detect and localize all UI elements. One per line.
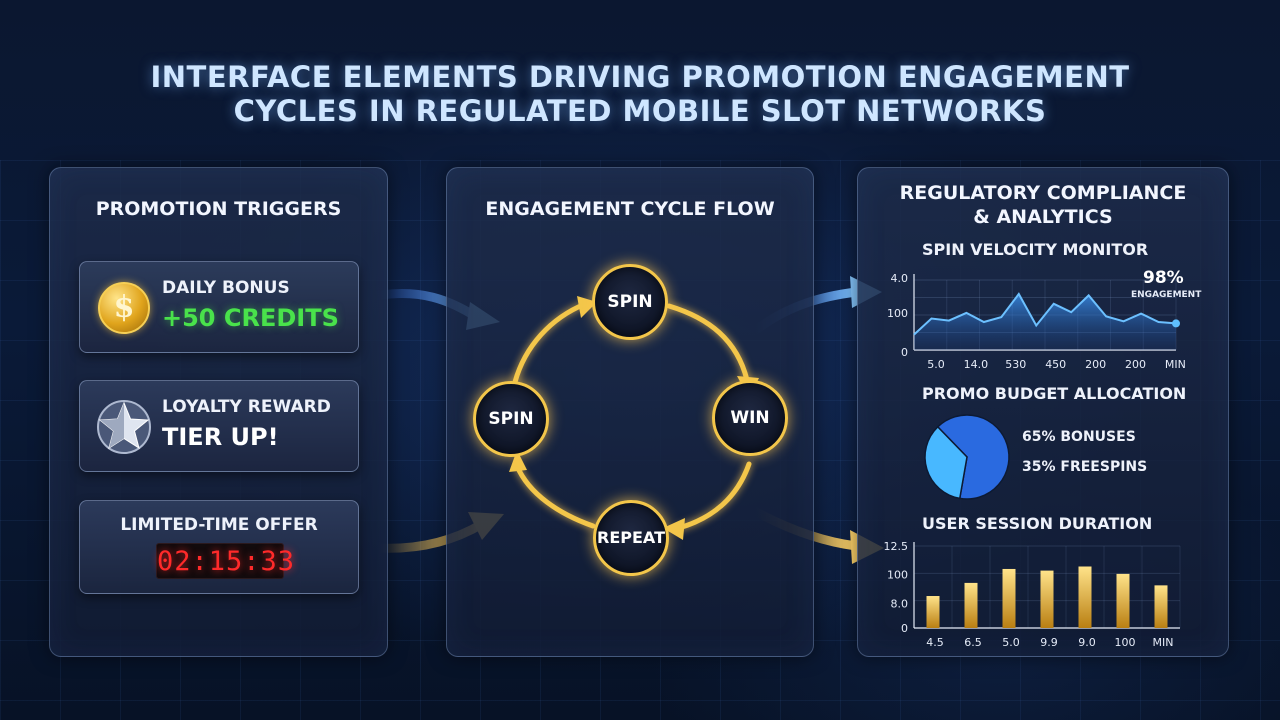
engagement-callout-label: ENGAGEMENT	[1131, 290, 1202, 300]
cycle-node-repeat[interactable]: REPEAT	[593, 500, 669, 576]
cycle-arrow-top-to-right	[666, 303, 750, 383]
bar-x-tick-label: 4.5	[926, 636, 944, 649]
spin-velocity-chart: 4.0 100 0 5.0 14.0 530 450 200 200 MIN	[887, 272, 1186, 371]
area-x-tick-label: 200	[1125, 358, 1146, 371]
area-x-tick-label: 5.0	[927, 358, 945, 371]
session-bar	[964, 582, 978, 628]
bar-x-tick-label: 9.0	[1078, 636, 1096, 649]
dollar-coin-icon: $	[98, 282, 150, 334]
daily-bonus-value: +50 CREDITS	[162, 304, 339, 332]
session-bar	[1040, 570, 1054, 628]
bar-x-tick-label: 5.0	[1002, 636, 1020, 649]
limited-offer-label: LIMITED-TIME OFFER	[120, 515, 318, 535]
engagement-cycle-panel: ENGAGEMENT CYCLE FLOW SPIN WIN REPEAT SP…	[446, 167, 814, 657]
daily-bonus-label: DAILY BONUS	[162, 278, 290, 298]
session-bar	[1078, 566, 1092, 628]
budget-pie-chart	[924, 414, 1010, 500]
panel-title-compliance-line-1: REGULATORY COMPLIANCE	[899, 182, 1187, 204]
cycle-arrowhead-bottom	[663, 518, 685, 540]
area-x-tick-label: 200	[1085, 358, 1106, 371]
budget-allocation-title: PROMO BUDGET ALLOCATION	[922, 384, 1187, 403]
cycle-arrow-bottom-to-left	[514, 463, 596, 529]
area-x-tick-label: 14.0	[964, 358, 989, 371]
session-bar	[1154, 585, 1168, 628]
engagement-callout-value: 98%	[1143, 268, 1184, 288]
pie-slice-bonuses	[936, 414, 1010, 500]
session-bar	[1116, 573, 1130, 628]
bar-x-tick-label: 100	[1115, 636, 1136, 649]
bar-y-tick-label: 8.0	[891, 597, 909, 610]
limited-offer-card[interactable]: LIMITED-TIME OFFER 02:15:33	[79, 500, 359, 594]
area-x-tick-label: 530	[1005, 358, 1026, 371]
promotion-triggers-panel: PROMOTION TRIGGERS $ DAILY BONUS +50 CRE…	[49, 167, 388, 657]
loyalty-reward-card[interactable]: LOYALTY REWARD TIER UP!	[79, 380, 359, 472]
compliance-analytics-panel: REGULATORY COMPLIANCE & ANALYTICS SPIN V…	[857, 167, 1229, 657]
area-x-tick-label: MIN	[1165, 358, 1186, 371]
session-duration-title: USER SESSION DURATION	[922, 514, 1153, 533]
session-bar	[926, 596, 940, 628]
bar-x-tick-label: MIN	[1153, 636, 1174, 649]
panel-title-promotion-triggers: PROMOTION TRIGGERS	[95, 198, 342, 220]
cycle-arrowhead-left	[509, 450, 527, 472]
cycle-node-win[interactable]: WIN	[712, 380, 788, 456]
bar-y-tick-label: 0	[901, 622, 908, 635]
legend-bonuses: 65% BONUSES	[1022, 429, 1136, 445]
countdown-timer: 02:15:33	[156, 543, 294, 579]
page-title-line-2: CYCLES IN REGULATED MOBILE SLOT NETWORKS	[233, 94, 1047, 128]
pie-slice-freespins	[924, 425, 968, 500]
panel-title-compliance-line-2: & ANALYTICS	[973, 206, 1113, 228]
area-y-tick-label: 0	[901, 346, 908, 359]
area-x-tick-label: 450	[1045, 358, 1066, 371]
silver-star-icon	[97, 400, 151, 454]
cycle-arrow-right-to-bottom	[676, 461, 752, 531]
page-title: INTERFACE ELEMENTS DRIVING PROMOTION ENG…	[0, 60, 1280, 128]
spin-velocity-title: SPIN VELOCITY MONITOR	[922, 240, 1149, 259]
area-y-tick-label: 4.0	[891, 272, 909, 285]
bar-x-tick-label: 6.5	[964, 636, 982, 649]
area-y-tick-label: 100	[887, 307, 908, 320]
session-bar	[1002, 568, 1016, 628]
area-line	[913, 292, 1177, 336]
bar-x-tick-label: 9.9	[1040, 636, 1058, 649]
area-fill	[914, 294, 1176, 350]
cycle-node-spin-left[interactable]: SPIN	[473, 381, 549, 457]
bar-y-tick-label: 100	[887, 569, 908, 582]
area-point	[1172, 319, 1180, 328]
cycle-arrow-left-to-top	[512, 301, 588, 385]
bar-y-tick-label: 12.5	[884, 540, 909, 553]
page-title-line-1: INTERFACE ELEMENTS DRIVING PROMOTION ENG…	[150, 60, 1130, 94]
panel-title-engagement-cycle: ENGAGEMENT CYCLE FLOW	[485, 198, 775, 220]
loyalty-reward-label: LOYALTY REWARD	[162, 397, 331, 417]
legend-freespins: 35% FREESPINS	[1022, 459, 1148, 475]
daily-bonus-card[interactable]: $ DAILY BONUS +50 CREDITS	[79, 261, 359, 353]
cycle-node-spin-top[interactable]: SPIN	[592, 264, 668, 340]
loyalty-reward-value: TIER UP!	[162, 423, 279, 451]
